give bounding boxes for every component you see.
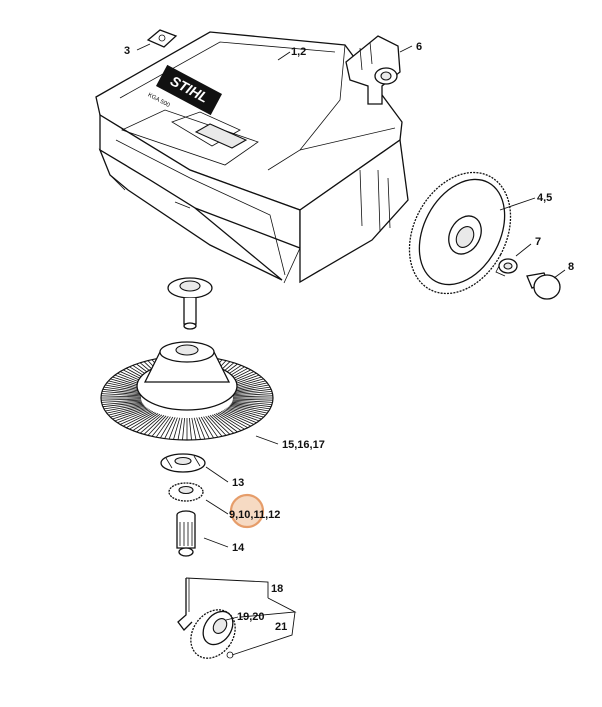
- callout-6: 6: [416, 41, 422, 53]
- brush-bristle: [193, 417, 201, 440]
- cap-part-8[interactable]: [526, 272, 561, 300]
- brush-bristle: [231, 402, 271, 410]
- brush-bristle: [231, 401, 272, 408]
- brush-bristle: [155, 416, 171, 438]
- brush-bristle: [110, 406, 147, 418]
- brush-bristle: [102, 388, 143, 395]
- brush-bristle: [198, 417, 210, 439]
- drive-wheel-part-19-20[interactable]: [182, 601, 245, 667]
- brush-bristle: [173, 417, 181, 440]
- brush-bristle: [136, 413, 161, 433]
- brush-bristle: [232, 399, 273, 403]
- brush-bristle: [120, 410, 152, 425]
- brush-bristle: [102, 391, 142, 396]
- brush-bristle: [126, 411, 155, 429]
- brush-bristle: [225, 408, 260, 422]
- callout-8: 8: [568, 261, 574, 273]
- brush-bristle: [219, 411, 248, 429]
- highlight-marker[interactable]: [229, 493, 265, 529]
- callout-15-16-17: 15,16,17: [282, 439, 325, 451]
- brush-bristle: [200, 416, 214, 439]
- brush-bristle: [209, 415, 231, 435]
- brush-bristle: [196, 417, 206, 440]
- brush-bristle: [164, 417, 176, 439]
- callout-1-2: 1,2: [291, 46, 306, 58]
- brush-bristle: [105, 403, 144, 412]
- brush-bristle: [191, 417, 197, 440]
- brush-bristle: [215, 413, 242, 431]
- callout-7: 7: [535, 236, 541, 248]
- brush-bristle: [224, 409, 257, 424]
- brush-bristle: [222, 410, 254, 425]
- brush-bristle: [221, 411, 252, 427]
- clip-part-3[interactable]: [146, 29, 178, 48]
- callout-19-20: 19,20: [237, 611, 265, 623]
- wheel-part-4-5[interactable]: [389, 155, 530, 311]
- brush-bristle: [102, 400, 142, 405]
- gear-part-9-10-11-12[interactable]: [168, 482, 204, 502]
- brush-bristle: [147, 415, 167, 436]
- brush-bristle: [203, 416, 219, 438]
- callout-4-5: 4,5: [537, 192, 552, 204]
- brush-bristle: [105, 384, 144, 393]
- brush-bristle: [228, 405, 266, 416]
- brush-bristle: [229, 404, 268, 414]
- brush-bristle: [182, 417, 185, 440]
- brush-bristle: [205, 416, 223, 437]
- brush-bristle: [122, 411, 153, 427]
- brush-bristle: [232, 393, 273, 397]
- shaft-part-14[interactable]: [176, 510, 196, 557]
- brush-bristle: [108, 405, 146, 416]
- brush-bristle: [139, 414, 163, 434]
- callout-9-10-11-12: 9,10,11,12: [229, 509, 280, 521]
- brush-bristle: [213, 413, 238, 433]
- brush-part-15-16-17[interactable]: [100, 341, 274, 441]
- brush-bristle: [132, 413, 159, 431]
- disc-part-13[interactable]: [160, 453, 206, 473]
- brush-hub[interactable]: [167, 277, 213, 330]
- brush-bristle: [151, 416, 169, 437]
- brush-bristle: [231, 388, 272, 395]
- brush-bristle: [114, 408, 149, 422]
- brush-bristle: [103, 402, 143, 410]
- bracket-part-6[interactable]: [345, 35, 401, 105]
- callout-13: 13: [232, 477, 244, 489]
- brush-bristle: [102, 401, 143, 408]
- brush-bristle: [168, 417, 178, 440]
- brush-bristle: [103, 386, 143, 394]
- callout-21: 21: [275, 621, 287, 633]
- brush-bristle: [101, 395, 142, 398]
- brush-bristle: [129, 412, 157, 430]
- brush-bristle: [232, 400, 272, 405]
- brush-bristle: [106, 404, 145, 414]
- leader-lines: [136, 43, 566, 656]
- brush-bristle: [101, 393, 142, 397]
- brush-bristle: [101, 398, 142, 401]
- brush-bristle: [232, 398, 273, 401]
- callout-18: 18: [271, 583, 283, 595]
- brush-bristle: [232, 395, 273, 398]
- brush-bristle: [231, 386, 271, 394]
- brush-bristle: [177, 417, 183, 440]
- brush-bristle: [226, 407, 262, 420]
- brush-bristle: [227, 406, 264, 418]
- pin-part-18[interactable]: [177, 578, 193, 631]
- callout-14: 14: [232, 542, 245, 554]
- brush-bristle: [112, 407, 148, 420]
- bushing-part-7[interactable]: [495, 258, 518, 277]
- brush-bristle: [101, 399, 142, 403]
- brush-bristle: [189, 417, 192, 440]
- brush-bristle: [232, 391, 272, 396]
- brush-bristle: [207, 415, 227, 436]
- callout-labels: 3 1,2 6 4,5 7 8 15,16,17 13 9,10,11,12 1…: [124, 41, 574, 633]
- brush-bristle: [230, 403, 269, 412]
- brush-bristle: [230, 384, 269, 393]
- brush-bristle: [117, 409, 150, 424]
- brush-bristle: [160, 416, 174, 439]
- brush-bristle: [217, 412, 245, 430]
- brush-bristle: [211, 414, 235, 434]
- brush-bristle: [143, 415, 165, 435]
- callout-3: 3: [124, 45, 130, 57]
